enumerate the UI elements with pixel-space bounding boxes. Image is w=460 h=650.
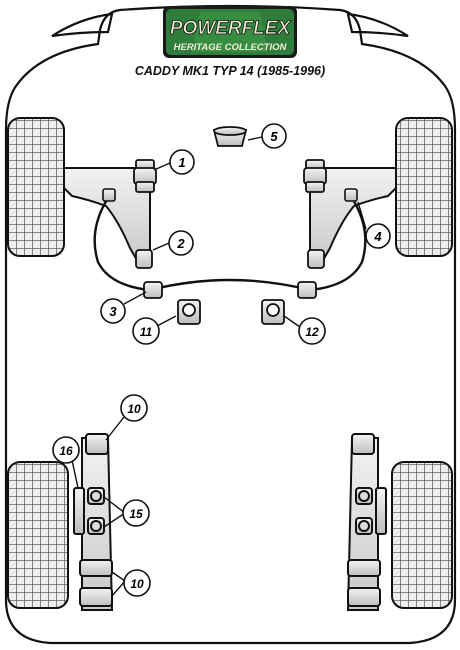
front-left-wheel bbox=[7, 117, 65, 257]
svg-text:16: 16 bbox=[59, 444, 73, 458]
gearbox-mount-right bbox=[261, 299, 285, 325]
callout-16: 16 bbox=[52, 436, 80, 464]
powerflex-logo: POWERFLEX HERITAGE COLLECTION bbox=[163, 6, 297, 58]
svg-text:1: 1 bbox=[178, 155, 185, 170]
svg-text:2: 2 bbox=[176, 236, 185, 251]
bush-front-arm-rear-right bbox=[307, 249, 325, 269]
callout-10-bottom: 10 bbox=[123, 569, 151, 597]
svg-text:5: 5 bbox=[270, 129, 278, 144]
svg-text:3: 3 bbox=[109, 304, 117, 319]
logo-subline-text: HERITAGE COLLECTION bbox=[174, 42, 288, 53]
callout-15: 15 bbox=[122, 499, 150, 527]
callout-leaders bbox=[71, 136, 367, 597]
logo-brand-text: POWERFLEX bbox=[170, 18, 292, 39]
rear-left-axle-arm bbox=[73, 433, 114, 611]
bush-front-arm-rear-left bbox=[135, 249, 153, 269]
rear-right-wheel bbox=[391, 461, 453, 609]
svg-text:12: 12 bbox=[305, 325, 319, 339]
anti-roll-bar bbox=[93, 197, 367, 292]
bush-arb-mount-right bbox=[297, 281, 317, 299]
callout-12: 12 bbox=[298, 317, 326, 345]
svg-text:10: 10 bbox=[130, 577, 144, 591]
gearbox-mount-left bbox=[177, 299, 201, 325]
callout-4: 4 bbox=[365, 223, 391, 249]
callout-5: 5 bbox=[261, 123, 287, 149]
svg-text:4: 4 bbox=[373, 229, 382, 244]
bush-front-arm-front-right bbox=[303, 159, 327, 193]
bush-arb-link-left bbox=[102, 188, 116, 202]
callout-11: 11 bbox=[132, 317, 160, 345]
callout-3: 3 bbox=[100, 298, 126, 324]
rear-right-axle-arm bbox=[346, 433, 387, 611]
svg-text:10: 10 bbox=[127, 402, 141, 416]
car-body-outline bbox=[4, 4, 457, 645]
engine-mount-bush bbox=[212, 126, 248, 147]
svg-text:15: 15 bbox=[129, 507, 143, 521]
front-right-wheel bbox=[395, 117, 453, 257]
bush-arb-link-right bbox=[344, 188, 358, 202]
bush-arb-mount-left bbox=[143, 281, 163, 299]
callout-2: 2 bbox=[168, 230, 194, 256]
rear-left-wheel bbox=[7, 461, 69, 609]
vehicle-title: CADDY MK1 TYP 14 (1985-1996) bbox=[135, 64, 325, 78]
svg-text:11: 11 bbox=[140, 325, 153, 339]
callout-10-top: 10 bbox=[120, 394, 148, 422]
bush-front-arm-front-left bbox=[133, 159, 157, 193]
callout-1: 1 bbox=[169, 149, 195, 175]
